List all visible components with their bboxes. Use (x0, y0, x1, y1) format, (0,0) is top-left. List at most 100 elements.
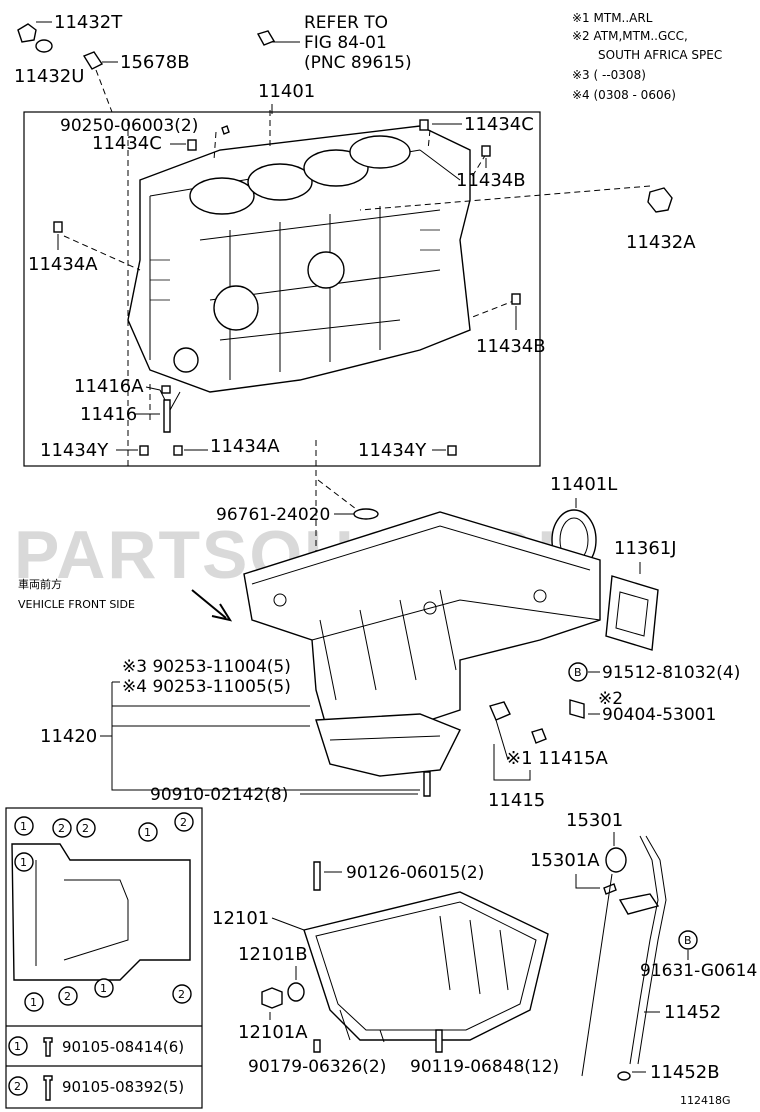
oil-pan-upper-drawing (243, 511, 601, 777)
pin-11434A-bottom (173, 445, 183, 456)
plug-parts-top-left: 11432T 11432U 15678B (14, 12, 190, 113)
gasket-12101B (287, 982, 305, 1002)
pin-11434B-bottom (511, 293, 521, 305)
label-90253-11004: ※3 90253-11004(5) (122, 657, 291, 677)
front-side-jp: 車両前方 (18, 577, 62, 591)
legend-frame (5, 807, 203, 1109)
note-1: ※1 MTM..ARL (572, 11, 653, 25)
label-90179: 90179-06326(2) (248, 1057, 386, 1077)
label-90910: 90910-02142(8) (150, 785, 288, 805)
label-11434C-left: 11434C (92, 133, 162, 154)
svg-text:2: 2 (58, 822, 65, 835)
svg-text:2: 2 (14, 1080, 21, 1093)
label-90126: 90126-06015(2) (346, 863, 484, 883)
note-2a: ※2 ATM,MTM..GCC, (572, 29, 688, 43)
oring-11452B (617, 1071, 631, 1081)
washer-90179 (313, 1039, 321, 1053)
sensor-11415A (531, 728, 547, 744)
svg-text:1: 1 (20, 856, 27, 869)
bolt-icon-1 (43, 1037, 53, 1057)
label-11432A: 11432A (626, 232, 696, 253)
stud-90126 (313, 861, 321, 891)
label-11432T: 11432T (54, 12, 123, 33)
bolt-90910 (423, 771, 431, 797)
pin-11434Y-left (139, 445, 149, 456)
cylinder-block-group-frame (23, 111, 541, 467)
pin-11434B-top (481, 145, 491, 157)
legend-map-marks: 1 2 2 1 2 1 1 2 1 2 (14, 812, 194, 1012)
dipstick-guide-11452 (629, 835, 659, 1065)
plug-11432A (647, 187, 673, 213)
note-2b: SOUTH AFRICA SPEC (598, 48, 722, 62)
callout-b-bottom (678, 930, 698, 950)
dipstick-guide-bracket (618, 893, 660, 915)
spec-notes: ※1 MTM..ARL ※2 ATM,MTM..GCC, SOUTH AFRIC… (572, 11, 722, 102)
label-12101B: 12101B (238, 944, 308, 965)
front-arrow-icon (191, 589, 233, 622)
legend-bolt-1-pn: 90105-08414(6) (62, 1038, 184, 1056)
note-3: ※3 ( --0308) (572, 68, 646, 82)
svg-text:1: 1 (14, 1040, 21, 1053)
refer-line-3: (PNC 89615) (304, 53, 412, 73)
svg-text:1: 1 (100, 982, 107, 995)
legend-bolt-2-pn: 90105-08392(5) (62, 1078, 184, 1096)
refer-line-1: REFER TO (304, 13, 388, 33)
sensor-plug-part (256, 30, 276, 46)
label-11434C-right: 11434C (464, 114, 534, 135)
label-11434B-bottom: 11434B (476, 336, 546, 357)
label-11434A-left: 11434A (28, 254, 98, 275)
label-11416: 11416 (80, 404, 137, 425)
note-4: ※4 (0308 - 0606) (572, 88, 676, 102)
callout-b-bottom-text: B (684, 934, 692, 947)
washer-11416A (161, 385, 171, 394)
label-15678B: 15678B (120, 52, 190, 73)
gasket-11432U (35, 39, 53, 53)
label-91512: 91512-81032(4) (602, 663, 740, 683)
label-96761: 96761-24020 (216, 505, 330, 525)
label-90404: 90404-53001 (602, 705, 716, 725)
label-11434A-bottom: 11434A (210, 436, 280, 457)
label-15301A: 15301A (530, 850, 600, 871)
legend-mark-1 (8, 1036, 28, 1056)
label-15301: 15301 (566, 810, 623, 831)
bolt-icon-2 (43, 1075, 53, 1101)
pin-11434A-left (53, 221, 63, 233)
oil-pan-lower-drawing (303, 891, 549, 1043)
label-91631: 91631-G0614 (640, 961, 757, 981)
pin-11434C-right (419, 119, 429, 131)
label-11432U: 11432U (14, 66, 84, 87)
svg-text:2: 2 (64, 990, 71, 1003)
refer-to-note: REFER TO FIG 84-01 (PNC 89615) (256, 13, 412, 73)
svg-text:1: 1 (30, 996, 37, 1009)
label-11434Y-left: 11434Y (40, 440, 109, 461)
svg-text:2: 2 (180, 816, 187, 829)
label-11361J: 11361J (614, 538, 677, 559)
dipstick-15301 (581, 873, 613, 1077)
plug-12101A (261, 987, 283, 1009)
label-11401L: 11401L (550, 474, 617, 495)
callout-b-top (568, 662, 588, 682)
oring-96761 (353, 508, 379, 520)
sensor-11415 (489, 701, 511, 721)
upper-leaders (63, 110, 651, 560)
pin-11434Y-right (447, 445, 457, 456)
label-11452: 11452 (664, 1002, 721, 1023)
label-90250: 90250-06003(2) (60, 116, 198, 136)
figure-id: 112418G (680, 1094, 731, 1107)
label-90253-11005: ※4 90253-11005(5) (122, 677, 291, 697)
label-11420: 11420 (40, 726, 97, 747)
svg-text:2: 2 (178, 988, 185, 1001)
plug-11432T (17, 23, 37, 43)
svg-text:1: 1 (20, 820, 27, 833)
plug-15678B (82, 51, 104, 70)
gasket-11361J (605, 575, 659, 651)
label-90119: 90119-06848(12) (410, 1057, 559, 1077)
svg-text:1: 1 (144, 826, 151, 839)
pin-11434C-left (187, 139, 197, 151)
label-11401: 11401 (258, 81, 315, 102)
label-11416A: 11416A (74, 376, 144, 397)
label-12101: 12101 (212, 908, 269, 929)
front-side-en: VEHICLE FRONT SIDE (18, 598, 135, 611)
stud-11416 (163, 399, 171, 433)
